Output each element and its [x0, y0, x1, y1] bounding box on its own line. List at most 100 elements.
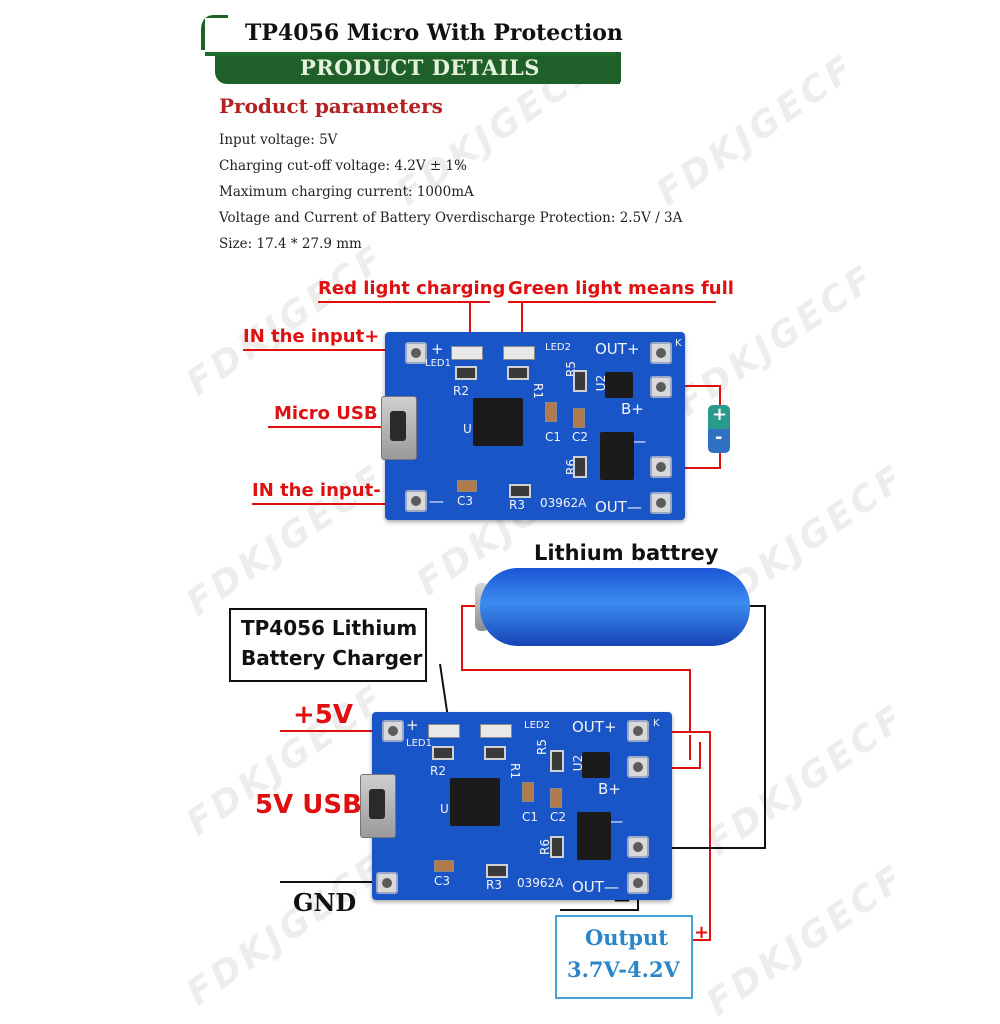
pad-out-minus	[650, 492, 672, 514]
pad-in-plus	[382, 720, 404, 742]
silk-r2: R2	[453, 384, 469, 398]
resistor-r2	[455, 366, 477, 380]
label-green-light: Green light means full	[508, 278, 734, 299]
charger-label-line1: TP4056 Lithium	[241, 616, 418, 640]
silk-r3: R3	[486, 878, 502, 892]
page-subtitle: PRODUCT DETAILS	[300, 55, 540, 80]
silk-r2: R2	[430, 764, 446, 778]
charger-label-line2: Battery Charger	[241, 646, 423, 670]
silk-c2: C2	[572, 430, 589, 444]
pad-out-minus	[627, 872, 649, 894]
chip-u1	[473, 398, 523, 446]
silk-led2: LED2	[524, 720, 550, 731]
lithium-battery	[480, 568, 750, 646]
param-line: Voltage and Current of Battery Overdisch…	[219, 210, 683, 226]
silk-led2: LED2	[545, 342, 571, 353]
silk-code: 03962A	[540, 496, 587, 510]
tp4056-board: + LED1 LED2 OUT+ K B+ B— OUT— — R2 R1 R5…	[381, 332, 685, 520]
label-battery: Lithium battrey	[534, 541, 719, 565]
pad-b-minus	[627, 836, 649, 858]
resistor-r6	[573, 456, 587, 478]
label-5v-usb: 5V USB	[255, 790, 362, 820]
silk-c3: C3	[434, 874, 451, 888]
silk-code: 03962A	[517, 876, 564, 890]
section-title: Product parameters	[219, 94, 443, 118]
resistor-r6	[550, 836, 564, 858]
param-line: Size: 17.4 * 27.9 mm	[219, 236, 362, 252]
chip-mosfet	[577, 812, 611, 860]
output-label-line2: 3.7V-4.2V	[567, 957, 680, 982]
resistor-r1	[507, 366, 529, 380]
micro-usb-port	[360, 774, 396, 838]
minus-sign: -	[715, 427, 723, 448]
capacitor-c3	[457, 480, 477, 492]
output-label-line1: Output	[585, 925, 668, 950]
silk-k: K	[653, 718, 660, 729]
param-line: Charging cut-off voltage: 4.2V ± 1%	[219, 158, 467, 174]
silk-r1: R1	[507, 763, 522, 779]
silk-out-minus: OUT—	[595, 498, 642, 516]
chip-u2	[605, 372, 633, 398]
capacitor-c2	[550, 788, 562, 808]
silk-out-plus: OUT+	[595, 340, 640, 358]
chip-u2	[582, 752, 610, 778]
page-title: TP4056 Micro With Protection	[245, 20, 623, 46]
silk-minus: —	[429, 492, 444, 510]
led1-component	[428, 724, 460, 738]
led1-component	[451, 346, 483, 360]
output-plus-sign: +	[694, 922, 710, 943]
output-label-box: Output 3.7V-4.2V	[555, 915, 693, 999]
capacitor-c3	[434, 860, 454, 872]
label-in-plus: IN the input+	[243, 326, 380, 347]
pad-b-plus	[650, 376, 672, 398]
label-in-minus: IN the input-	[252, 480, 381, 501]
battery-icon: + -	[708, 404, 730, 453]
pad-in-minus	[376, 872, 398, 894]
resistor-r5	[550, 750, 564, 772]
silk-c2: C2	[550, 810, 567, 824]
silk-b-plus: B+	[621, 400, 644, 418]
plus-sign: +	[712, 404, 728, 425]
pad-out-plus	[650, 342, 672, 364]
resistor-r5	[573, 370, 587, 392]
silk-r3: R3	[509, 498, 525, 512]
tp4056-board: + LED1 LED2 OUT+ K B+ B— OUT— R2 R1 R5 R…	[360, 712, 672, 900]
pad-out-plus	[627, 720, 649, 742]
label-gnd: GND	[293, 888, 357, 917]
silk-plus: +	[406, 716, 419, 734]
led2-component	[480, 724, 512, 738]
pad-b-minus	[650, 456, 672, 478]
silk-b-plus: B+	[598, 780, 621, 798]
charger-label-box: TP4056 Lithium Battery Charger	[229, 608, 427, 682]
silk-led1: LED1	[425, 358, 451, 369]
silk-k: K	[675, 338, 682, 349]
param-line: Maximum charging current: 1000mA	[219, 184, 474, 200]
capacitor-c1	[545, 402, 557, 422]
param-line: Input voltage: 5V	[219, 132, 338, 148]
resistor-r2	[432, 746, 454, 760]
resistor-r3	[509, 484, 531, 498]
capacitor-c2	[573, 408, 585, 428]
header-bar	[205, 18, 615, 56]
silk-r5: R5	[534, 739, 549, 755]
silk-plus: +	[431, 340, 444, 358]
resistor-r1	[484, 746, 506, 760]
label-red-light: Red light charging	[318, 278, 506, 299]
chip-mosfet	[600, 432, 634, 480]
pad-in-minus	[405, 490, 427, 512]
label-micro-usb: Micro USB	[274, 403, 378, 424]
pad-in-plus	[405, 342, 427, 364]
silk-c3: C3	[457, 494, 474, 508]
capacitor-c1	[522, 782, 534, 802]
silk-led1: LED1	[406, 738, 432, 749]
label-plus5v: +5V	[293, 700, 353, 730]
resistor-r3	[486, 864, 508, 878]
silk-c1: C1	[522, 810, 539, 824]
subtitle-band	[215, 56, 620, 84]
chip-u1	[450, 778, 500, 826]
silk-c1: C1	[545, 430, 562, 444]
pad-b-plus	[627, 756, 649, 778]
header-rule	[615, 52, 621, 82]
micro-usb-port	[381, 396, 417, 460]
silk-out-minus: OUT—	[572, 878, 619, 896]
